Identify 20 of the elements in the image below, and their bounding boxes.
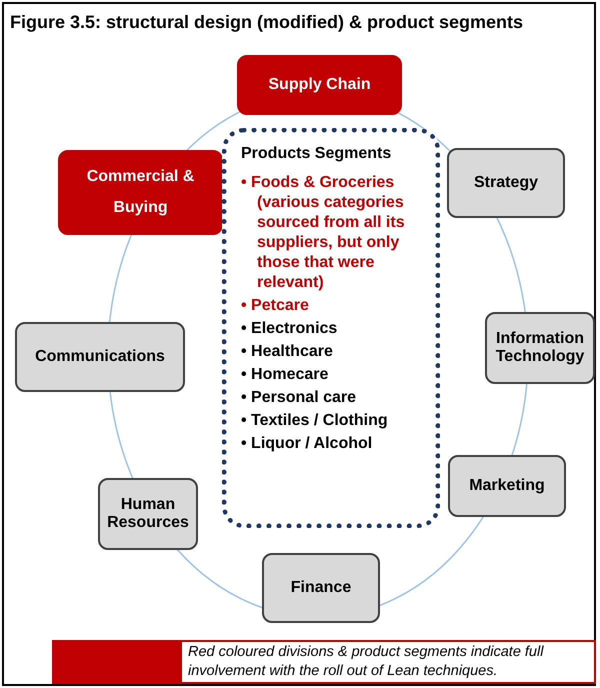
segments-panel — [222, 128, 440, 528]
bullet-item: • Petcare — [241, 296, 310, 316]
division-box: Supply Chain — [237, 55, 402, 115]
bullet-item: • Personal care — [241, 388, 357, 408]
division-box: Marketing — [448, 455, 566, 517]
division-box: Finance — [262, 553, 380, 623]
bullet-item: • Textiles / Clothing — [241, 411, 389, 431]
bullet-item: • Homecare — [241, 365, 330, 385]
panel-heading: Products Segments — [241, 145, 392, 163]
bullet-item: • Foods & Groceries (various categories sourced from all its suppliers, but only those that were relevant) — [241, 173, 406, 293]
division-box: Strategy — [447, 148, 565, 218]
legend-text: Red coloured divisions & product segments indicate full involvement with the roll out of Lean techniques. — [180, 640, 596, 684]
bullet-item: • Electronics — [241, 319, 338, 339]
division-box: Human Resources — [98, 478, 198, 550]
division-box: Commercial & Buying — [58, 150, 223, 235]
division-box: Communications — [15, 322, 185, 392]
bullet-item: • Liquor / Alcohol — [241, 434, 374, 454]
bullet-item: • Healthcare — [241, 342, 334, 362]
figure-title: Figure 3.5: structural design (modified) & product segments — [10, 12, 524, 33]
division-box: Information Technology — [485, 312, 595, 384]
